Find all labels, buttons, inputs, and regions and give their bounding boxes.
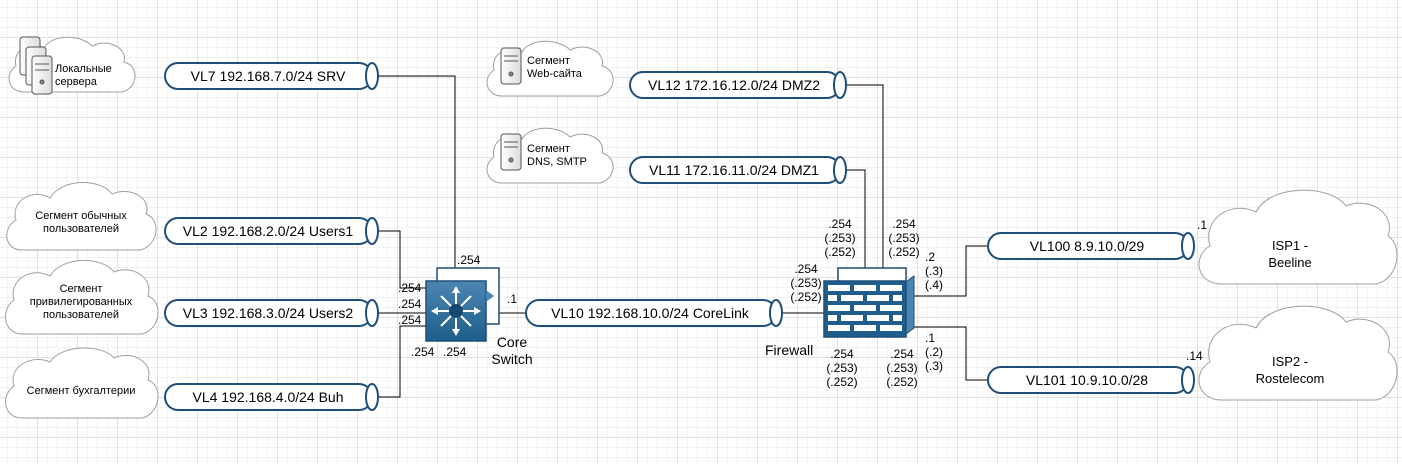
vlan-vl100-label: VL100 8.9.10.0/29 [1029,238,1145,254]
addr-switch-bottom-1: .254 [411,345,435,359]
addr-switch-left-3: .254 [398,313,422,327]
addr-isp2: .14 [1186,349,1203,363]
vlan-vl3-label: VL3 192.168.3.0/24 Users2 [182,305,354,321]
vlan-vl4-label: VL4 192.168.4.0/24 Buh [192,389,344,405]
pipe-vl12 [629,71,847,99]
segment-buh-label: Сегмент бухгалтерии [26,385,136,397]
link-vl12-firewall [846,84,884,272]
addr-firewall-right-bottom: .1 (.2) (.3) [925,331,943,373]
isp2-label: ISP2 - Rostelecom [1255,354,1325,386]
pipe-vl10 [525,299,783,327]
firewall-icon [823,267,915,338]
addr-firewall-bottom-left: .254 (.253) (.252) [826,347,858,389]
link-firewall-vl100 [906,245,988,297]
vlan-pipes [164,62,1195,411]
link-vl7-switch [378,75,456,270]
vlan-vl12-label: VL12 172.16.12.0/24 DMZ2 [647,77,820,93]
segment-dns-label: Сегмент DNS, SMTP [527,143,587,168]
link-firewall-vl101 [906,326,988,381]
cloud-privileged [5,260,159,335]
addr-firewall-top-right: .254 (.253) (.252) [888,217,920,259]
segment-privileged-label: Сегмент привилегированных пользователей [29,283,133,321]
addr-switch-bottom-2: .254 [443,345,467,359]
server-icon-dns [500,133,522,171]
core-switch-icon [425,267,500,342]
core-switch-label: Core Switch [491,334,533,367]
segment-users-label: Сегмент обычных пользователей [35,210,127,235]
addr-switch-left-2: .254 [398,297,422,311]
addr-isp1: .1 [1197,218,1208,232]
vlan-vl2-label: VL2 192.168.2.0/24 Users1 [182,223,354,239]
pipe-vl3 [164,299,379,327]
firewall-label: Firewall [765,342,814,358]
vlan-vl101-label: VL101 10.9.10.0/28 [1025,372,1149,388]
server-icon-web [500,47,522,85]
pipe-vl11 [629,156,847,184]
addr-firewall-left: .254 (.253) (.252) [790,262,822,304]
addr-firewall-top-left: .254 (.253) (.252) [824,217,856,259]
cloud-users [6,182,157,251]
pipe-vl100 [987,232,1195,260]
pipe-vl4 [164,383,379,411]
link-vl4-switch [378,325,428,398]
pipe-vl101 [987,366,1195,394]
addr-switch-left-1: .254 [398,281,422,295]
cloud-isp1 [1198,189,1398,285]
link-vl2-switch [378,230,428,289]
addr-switch-top: .254 [457,253,481,267]
server-icon [19,36,53,95]
cloud-buh [5,347,159,419]
addr-switch-right: .1 [507,292,518,306]
server-icons [19,36,522,171]
segment-servers-label: Локальные сервера [55,63,112,88]
pipe-vl2 [164,217,379,245]
vlan-vl7-label: VL7 192.168.7.0/24 SRV [190,68,346,84]
vlan-vl10-label: VL10 192.168.10.0/24 CoreLink [551,305,749,321]
vlan-vl11-label: VL11 172.16.11.0/24 DMZ1 [649,162,819,178]
cloud-isp2 [1198,305,1398,401]
addr-firewall-right-top: .2 (.3) (.4) [925,250,943,292]
connections [378,75,988,398]
link-vl11-firewall [846,169,866,272]
segment-web-label: Сегмент Web-сайта [527,55,582,80]
isp1-label: ISP1 - Beeline [1268,238,1312,270]
addr-firewall-bottom-right: .254 (.253) (.252) [886,347,918,389]
pipe-vl7 [164,62,379,90]
